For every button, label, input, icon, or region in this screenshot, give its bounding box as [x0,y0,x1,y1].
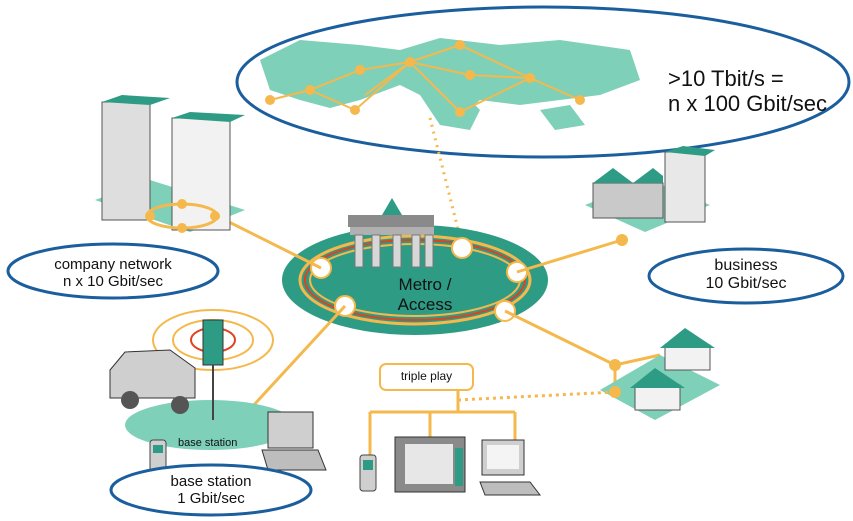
company-line1: company network [54,256,172,273]
metro-line1: Metro / [398,275,452,294]
backbone-oval [235,5,851,159]
base-station-area [125,400,295,450]
triple-play-label: triple play [400,369,453,383]
metro-label: Metro / Access [385,275,465,314]
backbone-line1: >10 Tbit/s = [668,66,784,91]
base-station-line1: base station [170,473,252,490]
business-oval [647,247,845,305]
triple-play-tree [368,390,616,460]
base-station-label: base station 1 Gbit/sec [118,473,304,508]
company-buildings-icon [95,95,245,233]
tv-icon [394,436,466,493]
backbone-line2: n x 100 Gbit/sec [668,91,827,117]
landmark-gate-icon [348,198,434,268]
antenna-icon [152,309,274,420]
uplink-dotted [428,117,464,246]
metro-line2: Access [397,294,453,314]
company-network-label: company network n x 10 Gbit/sec [18,256,208,291]
company-oval [6,242,220,300]
homes-icon [600,328,720,420]
base-station-line2: 1 Gbit/sec [177,490,245,508]
business-buildings-icon [585,146,715,246]
car-icon [109,349,196,414]
company-line2: n x 10 Gbit/sec [62,273,164,291]
base-station-oval [109,463,313,517]
backbone-capacity-label: >10 Tbit/s = n x 100 Gbit/sec [668,66,827,117]
laptop-icon [261,411,327,471]
business-label: business 10 Gbit/sec [658,257,834,294]
pc-icon [479,439,542,496]
backbone-nodes [265,40,585,117]
phone-icon [359,454,377,492]
triple-play-box [379,363,474,391]
base-station-small-label: base station [178,437,238,449]
backbone-world-map [260,38,640,130]
business-line1: business [714,257,778,274]
business-line2: 10 Gbit/sec [705,275,787,293]
